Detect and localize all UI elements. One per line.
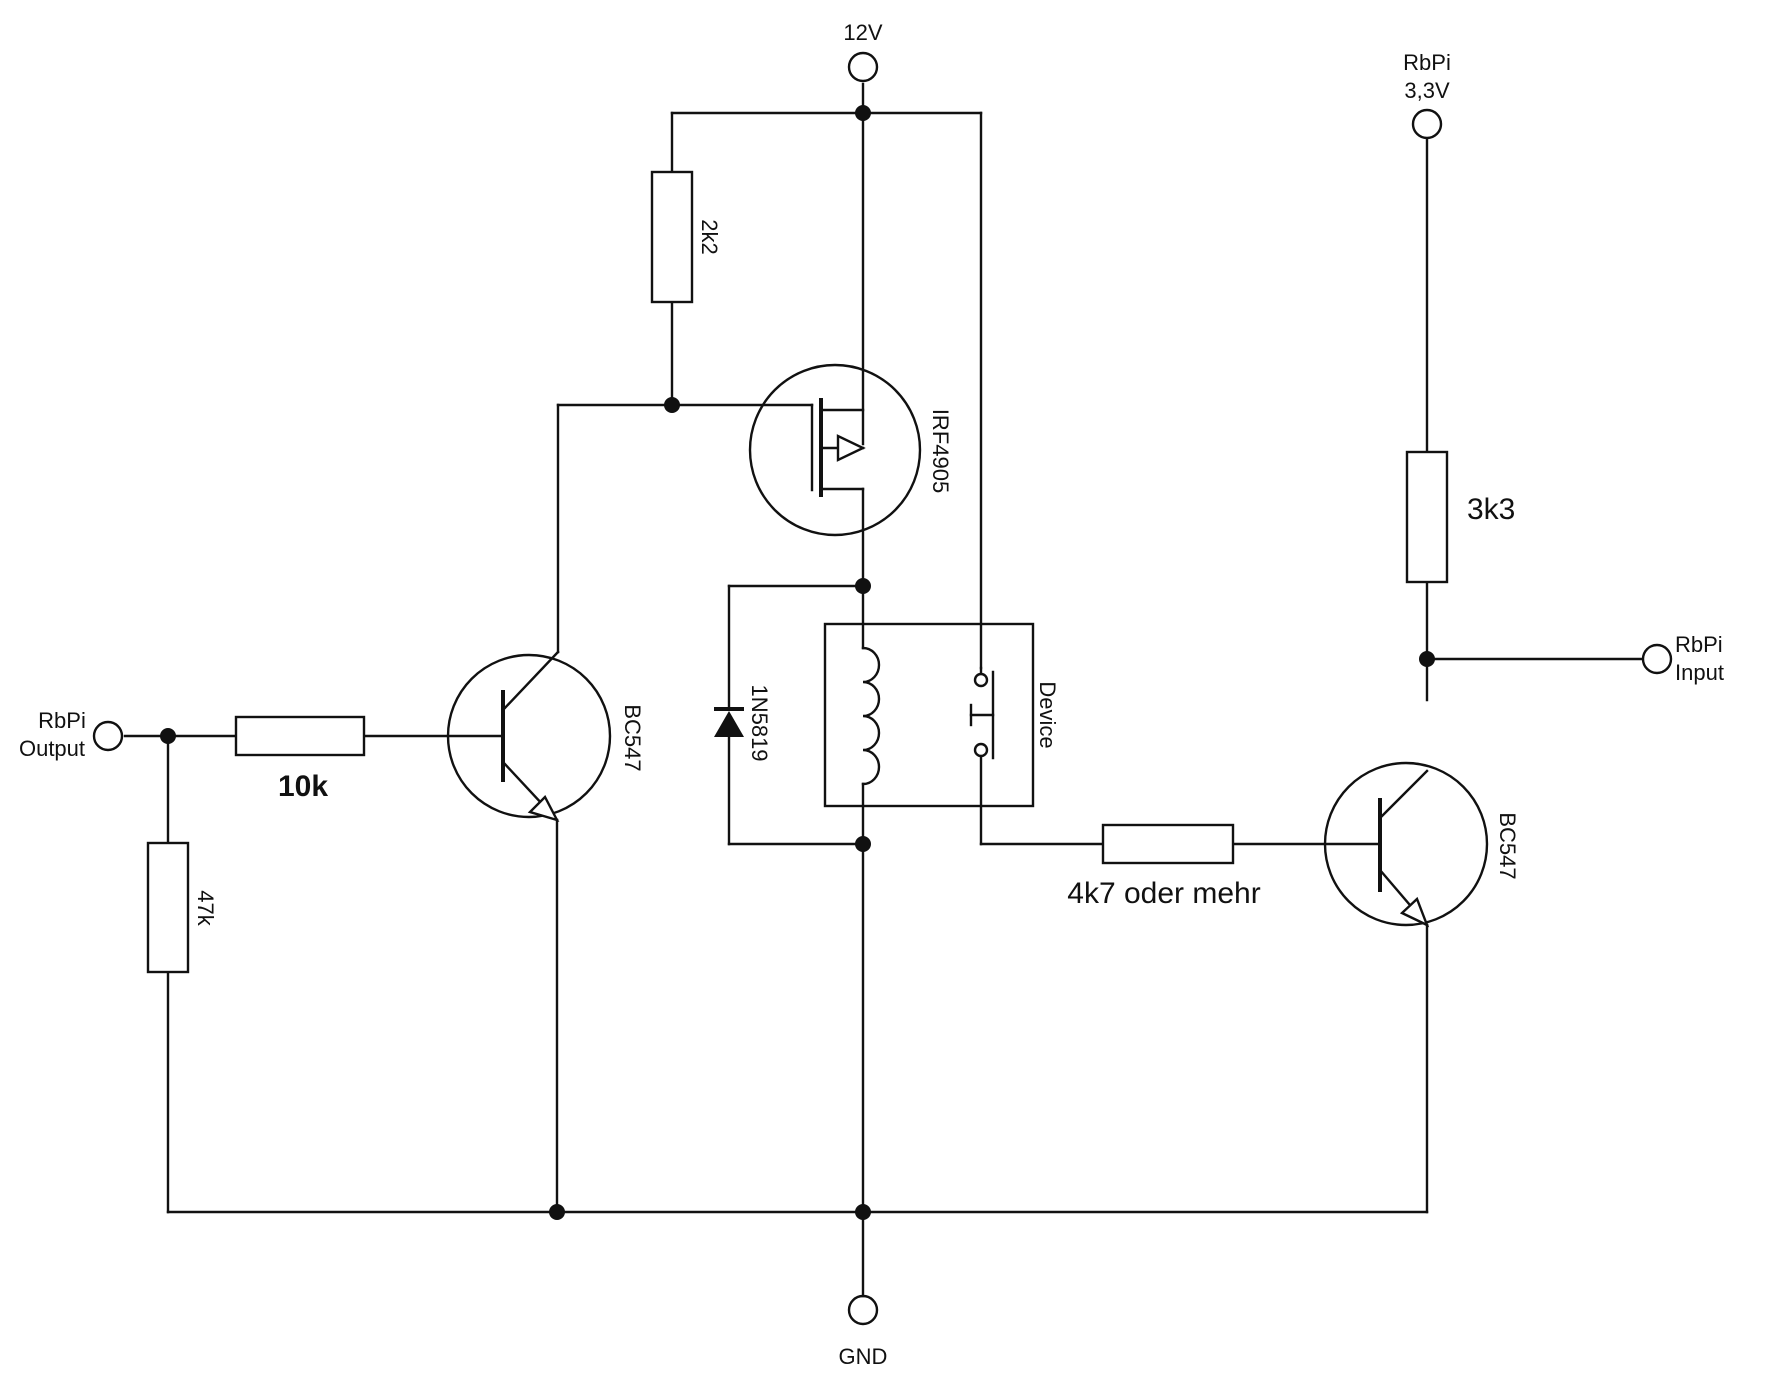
resistor-3k3: 3k3 <box>1405 450 1515 584</box>
terminal-gnd-label: GND <box>839 1344 888 1369</box>
terminal-12v-label: 12V <box>843 20 882 45</box>
resistor-10k: 10k <box>234 715 366 803</box>
terminal-gnd: GND <box>839 1210 888 1369</box>
transistor-q2-label: BC547 <box>1495 812 1520 879</box>
diode-1n5819-label: 1N5819 <box>747 684 772 761</box>
wires <box>123 82 1645 1214</box>
mosfet-irf4905-label: IRF4905 <box>928 409 953 493</box>
terminal-rbpi-output-label-2: Output <box>19 736 85 761</box>
diode-1n5819: 1N5819 <box>714 684 772 762</box>
resistor-3k3-label: 3k3 <box>1467 493 1515 526</box>
terminal-rbpi-3v3-label-1: RbPi <box>1403 50 1451 75</box>
terminal-rbpi-input-label-1: RbPi <box>1675 632 1723 657</box>
relay-device-label: Device <box>1035 681 1060 748</box>
relay-device: Device <box>823 622 1060 808</box>
resistor-4k7: 4k7 oder mehr <box>1067 823 1261 910</box>
mosfet-irf4905: IRF4905 <box>748 363 953 537</box>
resistor-47k-label: 47k <box>193 890 218 926</box>
transistor-q2-bc547: BC547 <box>1323 761 1520 928</box>
resistor-10k-label: 10k <box>278 770 328 803</box>
resistor-2k2: 2k2 <box>650 170 722 304</box>
resistor-47k: 47k <box>146 841 218 974</box>
terminal-rbpi-3v3-label-2: 3,3V <box>1404 78 1450 103</box>
transistor-q1-bc547: BC547 <box>446 650 645 822</box>
terminal-rbpi-output-label-1: RbPi <box>38 708 86 733</box>
resistor-2k2-label: 2k2 <box>697 219 722 254</box>
transistor-q1-label: BC547 <box>620 704 645 771</box>
terminal-rbpi-output: RbPi Output <box>19 708 124 761</box>
resistor-4k7-label: 4k7 oder mehr <box>1067 877 1260 910</box>
terminal-12v: 12V <box>843 20 883 83</box>
terminal-rbpi-input-label-2: Input <box>1675 660 1724 685</box>
junction-dots <box>160 105 1435 1220</box>
terminal-rbpi-input: RbPi Input <box>1641 632 1724 685</box>
terminal-rbpi-3v3: RbPi 3,3V <box>1403 50 1451 140</box>
